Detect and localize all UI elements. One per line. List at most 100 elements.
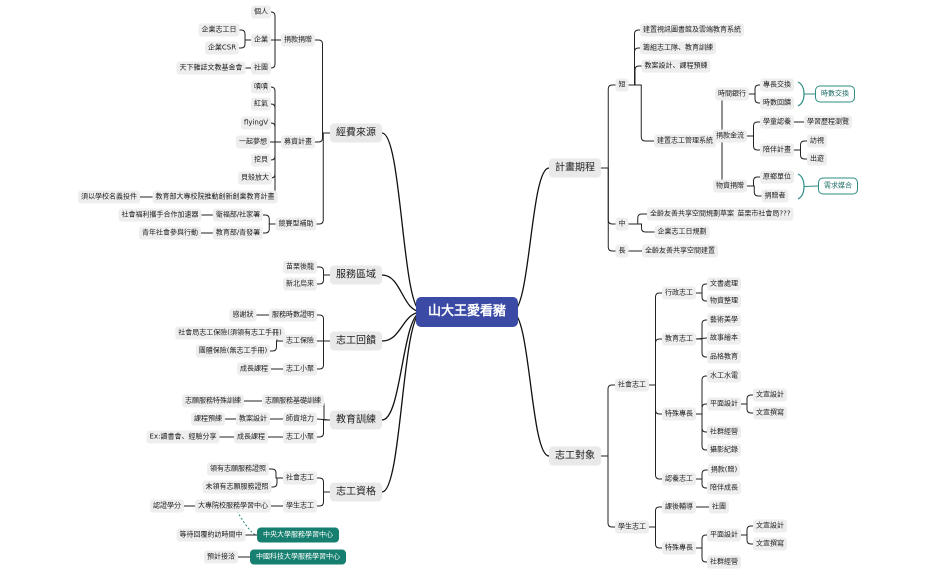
topic-q1[interactable]: 社會志工 (283, 471, 317, 485)
topic-tb1[interactable]: 專長交換 (760, 78, 794, 92)
topic-st1[interactable]: 課後輔導 (662, 500, 696, 514)
topic-tb[interactable]: 時間銀行 (715, 87, 749, 101)
topic-cf[interactable]: 募資計畫 (281, 135, 315, 149)
topic-ar2[interactable]: 新北烏來 (283, 277, 317, 291)
topic-don-c1[interactable]: 企業志工日 (198, 23, 240, 37)
topic-q3a[interactable]: 等待回覆約訪時間中 (176, 528, 246, 542)
topic-cf7a[interactable]: 須以學校名義投件 (78, 190, 140, 204)
topic-tr2b[interactable]: 課程預練 (191, 412, 225, 426)
topic-tr2a[interactable]: 教案設計 (236, 412, 270, 426)
topic-rec1[interactable]: 捐款(贈) (707, 463, 741, 477)
topic-gov2[interactable]: 教育部/青發署 (212, 226, 264, 240)
topic-rec[interactable]: 認養志工 (662, 472, 696, 486)
topic-adm2[interactable]: 物資整理 (707, 294, 741, 308)
topic-rv2a[interactable]: 社會局志工保險(須領有志工手冊) (175, 326, 285, 340)
topic-mT[interactable]: 需求媒合 (818, 177, 858, 195)
topic-tr3a[interactable]: 成長課程 (234, 430, 268, 444)
topic-gov[interactable]: 競賽型補助 (275, 217, 317, 231)
topic-tr1[interactable]: 志願服務基礎訓練 (262, 394, 324, 408)
main-topic-r-plan[interactable]: 計畫期程 (549, 158, 601, 178)
main-topic-l-rv[interactable]: 志工回饋 (330, 331, 382, 351)
topic-pL1[interactable]: 全齡友善共享空間建置 (642, 244, 718, 258)
topic-don-p[interactable]: 個人 (251, 5, 271, 19)
topic-tb2[interactable]: 時數回饋 (760, 96, 794, 110)
topic-pL[interactable]: 長 (615, 244, 629, 258)
topic-ar1[interactable]: 苗栗後龍 (283, 260, 317, 274)
topic-pM[interactable]: 中 (615, 217, 629, 231)
topic-pS[interactable]: 短 (615, 78, 629, 92)
topic-cf1[interactable]: 嘖嘖 (251, 80, 271, 94)
topic-sp3[interactable]: 社群經營 (707, 425, 741, 439)
topic-mat[interactable]: 物資捐贈 (713, 179, 747, 193)
topic-don-c[interactable]: 企業 (251, 33, 271, 47)
topic-st2b[interactable]: 社群經營 (707, 555, 741, 569)
topic-pS1[interactable]: 建置視訊圖書館及雲端教育系統 (640, 23, 744, 37)
topic-edu3[interactable]: 品格教育 (707, 350, 741, 364)
topic-don-s[interactable]: 社團 (251, 61, 271, 75)
topic-cf5[interactable]: 挖貝 (251, 153, 271, 167)
topic-st2a2[interactable]: 文宣撰寫 (753, 537, 787, 551)
topic-q1a[interactable]: 領有志願服務證照 (207, 462, 269, 476)
topic-rv1a[interactable]: 感謝狀 (229, 308, 257, 322)
topic-don[interactable]: 捐款捐贈 (281, 33, 315, 47)
topic-rv1[interactable]: 服務時數證明 (269, 308, 317, 322)
topic-st2a[interactable]: 平面設計 (707, 528, 741, 542)
topic-rv2[interactable]: 志工保險 (283, 334, 317, 348)
main-topic-l-q[interactable]: 志工資格 (330, 482, 382, 502)
topic-c2[interactable]: 陪伴計畫 (760, 143, 794, 157)
topic-sv[interactable]: 社會志工 (615, 378, 649, 392)
topic-don-c2[interactable]: 企業CSR (204, 41, 240, 55)
topic-adm1[interactable]: 文書處理 (707, 277, 741, 291)
topic-gov2a[interactable]: 青年社會參與行動 (139, 226, 201, 240)
topic-cf7[interactable]: 教育部大專校院推動創新創業教育計畫 (152, 190, 278, 204)
topic-rv3[interactable]: 志工小聚 (283, 362, 317, 376)
topic-q2[interactable]: 學生志工 (283, 499, 317, 513)
topic-st2[interactable]: 特殊專長 (662, 541, 696, 555)
root-topic[interactable]: 山大王愛看豬 (415, 297, 519, 327)
topic-pS2[interactable]: 籌組志工隊、教育訓練 (640, 41, 716, 55)
topic-c1a[interactable]: 學習歷程瀏覽 (804, 115, 852, 129)
topic-sp2a[interactable]: 文宣設計 (753, 388, 787, 402)
topic-don-s1[interactable]: 天下雜誌文教基金會 (176, 61, 246, 75)
topic-m1[interactable]: 原鄉單位 (760, 170, 794, 184)
topic-st[interactable]: 學生志工 (615, 520, 649, 534)
topic-q2b[interactable]: 認證學分 (150, 499, 184, 513)
topic-sp2b[interactable]: 文宣撰寫 (753, 406, 787, 420)
topic-cf3[interactable]: flyingV (240, 116, 272, 130)
topic-adm[interactable]: 行政志工 (662, 286, 696, 300)
topic-edu2[interactable]: 故事繪本 (707, 331, 741, 345)
topic-q1b[interactable]: 未領有志願服務證照 (202, 480, 272, 494)
topic-rv2b[interactable]: 團體保險(無志工手冊) (195, 344, 271, 358)
topic-c2b[interactable]: 出遊 (807, 152, 827, 166)
topic-pM1a[interactable]: 苗栗市社會局??? (734, 207, 794, 221)
topic-cf6[interactable]: 貝殼放大 (238, 171, 272, 185)
topic-edu1[interactable]: 藝術美學 (707, 313, 741, 327)
topic-tr3[interactable]: 志工小聚 (283, 430, 317, 444)
topic-m2[interactable]: 捐贈者 (761, 189, 789, 203)
topic-sp4[interactable]: 攝影紀錄 (707, 443, 741, 457)
topic-edu[interactable]: 教育志工 (662, 332, 696, 346)
topic-sp[interactable]: 特殊專長 (662, 407, 696, 421)
topic-gov1[interactable]: 衛福部/社家署 (212, 208, 264, 222)
topic-st2a1[interactable]: 文宣設計 (753, 519, 787, 533)
topic-cash[interactable]: 捐款金流 (713, 129, 747, 143)
topic-sp2[interactable]: 平面設計 (707, 397, 741, 411)
main-topic-r-tgt[interactable]: 志工對象 (549, 446, 601, 466)
main-topic-l-tr[interactable]: 教育訓練 (330, 410, 382, 430)
topic-pM2[interactable]: 企業志工日規劃 (654, 225, 710, 239)
topic-tr2[interactable]: 師資培力 (283, 412, 317, 426)
topic-cf4[interactable]: 一起夢想 (236, 135, 270, 149)
topic-q4[interactable]: 中國科技大學服務學習中心 (250, 549, 346, 565)
topic-q2a[interactable]: 大專院校服務學習中心 (195, 499, 271, 513)
topic-tbT[interactable]: 時數交換 (815, 85, 855, 103)
topic-tr3b[interactable]: Ex:讀書會、經驗分享 (146, 430, 220, 444)
topic-gov1a[interactable]: 社會福利攜手合作加速器 (118, 208, 202, 222)
topic-tr1a[interactable]: 志願服務特殊訓練 (182, 394, 244, 408)
topic-q4a[interactable]: 預計接洽 (204, 550, 238, 564)
main-topic-l-area[interactable]: 服務區域 (330, 265, 382, 285)
topic-st1a[interactable]: 社團 (709, 500, 729, 514)
topic-rec2[interactable]: 陪伴成長 (707, 481, 741, 495)
topic-cf2[interactable]: 紅氣 (251, 97, 271, 111)
topic-pS4[interactable]: 建置志工管理系統 (654, 134, 716, 148)
topic-q3[interactable]: 中央大學服務學習中心 (257, 527, 339, 543)
